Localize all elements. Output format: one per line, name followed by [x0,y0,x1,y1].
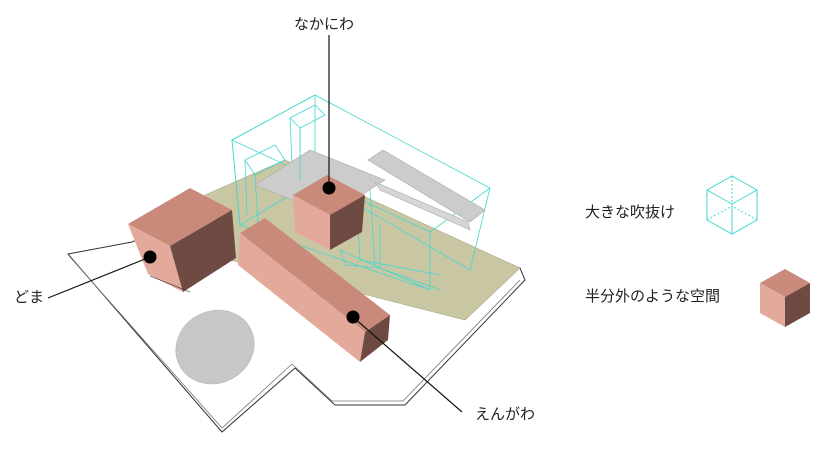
marker-engawa [346,310,360,324]
marker-doma [143,250,157,264]
label-doma: どま [14,288,45,306]
pond [175,309,255,385]
legend-void-cube-icon [706,175,758,235]
marker-nakaniwa [322,181,336,195]
roof-plate-right-strip [374,181,471,231]
leader-doma [47,256,151,299]
legend-void-label: 大きな吹抜け [585,203,676,221]
nakaniwa-box [293,175,365,250]
label-nakaniwa: なかにわ [294,15,355,33]
legend-semi-outdoor-cube-icon [760,269,810,327]
legend-semi-outdoor-label: 半分外のような空間 [585,287,721,305]
void-wireframe-front [231,128,441,291]
engawa-box [238,218,390,362]
label-engawa: えんがわ [475,405,536,423]
leader-engawa [352,316,463,413]
roof-plate-right [367,149,486,223]
site-outline-inner [69,256,521,429]
